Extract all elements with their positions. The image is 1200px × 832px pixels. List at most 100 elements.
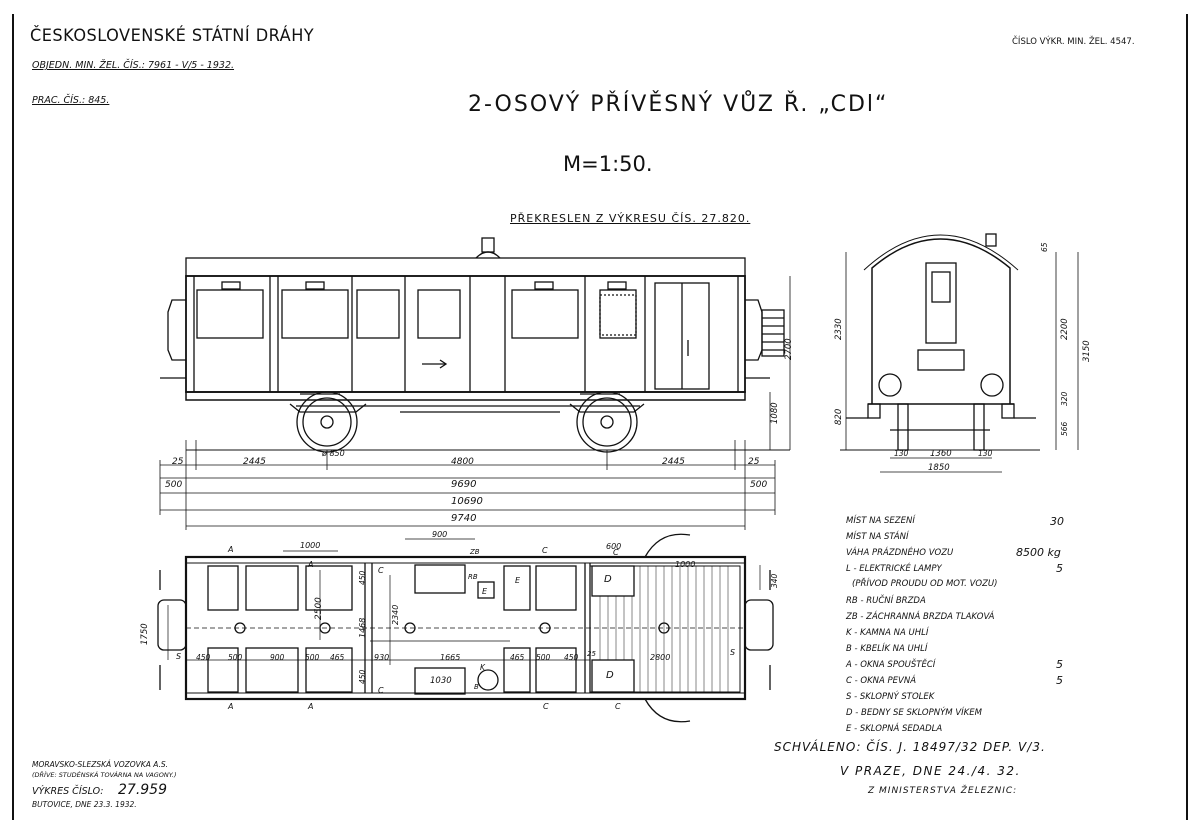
dim-2700: 2700 bbox=[784, 338, 794, 360]
dim-10690: 10690 bbox=[451, 496, 483, 507]
plan-letter-c4: C bbox=[615, 702, 621, 711]
dim-500-left: 500 bbox=[165, 480, 183, 490]
legend-value: 5 bbox=[1056, 658, 1063, 671]
dim-130-left: 130 bbox=[894, 449, 909, 458]
end-view bbox=[840, 233, 1040, 451]
dim-4800: 4800 bbox=[451, 457, 474, 467]
plan-letter-a3: A bbox=[228, 702, 234, 711]
drawing-title: 2-OSOVÝ PŘÍVĚSNÝ VŮZ Ř. „CDl“ bbox=[468, 92, 889, 117]
legend-value: 30 bbox=[1050, 515, 1064, 528]
plan-dim-450-top: 450 bbox=[358, 570, 367, 585]
plan-dim-2800: 2800 bbox=[650, 653, 671, 662]
ministry-drawing-number: ČÍSLO VÝKR. MIN. ŽEL. 4547. bbox=[1012, 37, 1135, 47]
approval-line-3: Z MINISTERSTVA ŽELEZNIC: bbox=[868, 786, 1018, 796]
plan-letter-c1: C bbox=[378, 566, 384, 575]
legend-value: 8500 kg bbox=[1016, 546, 1061, 559]
dim-1360: 1360 bbox=[930, 449, 952, 459]
drawing-frame bbox=[12, 14, 1188, 820]
dim-25-right: 25 bbox=[748, 457, 760, 467]
legend-item: E - SKLOPNÁ SEDADLA bbox=[846, 724, 943, 734]
dim-9690: 9690 bbox=[451, 479, 477, 490]
plan-dim-930: 930 bbox=[374, 653, 390, 662]
dim-3150: 3150 bbox=[1082, 340, 1092, 362]
dim-2200: 2200 bbox=[1060, 318, 1070, 340]
plan-letter-a2: A bbox=[308, 560, 314, 569]
legend-item: S - SKLOPNÝ STOLEK bbox=[846, 692, 935, 702]
plan-dim-1750: 1750 bbox=[140, 623, 150, 645]
legend-item: K - KAMNA NA UHLÍ bbox=[846, 628, 929, 638]
plan-letter-b: B bbox=[474, 683, 479, 691]
plan-dim-2340: 2340 bbox=[391, 604, 400, 625]
plan-dim-900-l: 900 bbox=[270, 653, 285, 662]
plan-letter-s2: S bbox=[730, 648, 736, 657]
dim-820: 820 bbox=[834, 408, 844, 425]
dim-1080: 1080 bbox=[770, 402, 780, 424]
legend-item: MÍST NA SEZENÍ bbox=[846, 516, 915, 526]
legend-item: MÍST NA STÁNÍ bbox=[846, 532, 909, 542]
legend-item: (PŘÍVOD PROUDU OD MOT. VOZU) bbox=[852, 579, 998, 589]
plan-letter-c3: C bbox=[543, 702, 549, 711]
redrawn-note: PŘEKRESLEN Z VÝKRESU ČÍS. 27.820. bbox=[510, 212, 751, 225]
plan-letter-zb: ZB bbox=[470, 548, 480, 556]
plan-dim-340: 340 bbox=[770, 573, 779, 588]
plan-dim-2500: 2500 bbox=[314, 597, 324, 620]
legend-item: D - BEDNY SE SKLOPNÝM VÍKEM bbox=[846, 708, 982, 718]
legend-item: B - KBELÍK NA UHLÍ bbox=[846, 644, 928, 654]
maker-drawing-label: VÝKRES ČÍSLO: bbox=[32, 786, 104, 797]
plan-dim-500-l: 500 bbox=[228, 653, 243, 662]
maker-former: (DŘÍVE: STUDÉNSKÁ TOVÁRNA NA VAGONY.) bbox=[32, 771, 177, 779]
plan-dimensions bbox=[167, 538, 761, 665]
dim-500-right: 500 bbox=[750, 480, 768, 490]
plan-dim-25: 25 bbox=[587, 650, 596, 658]
legend-item: VÁHA PRÁZDNÉHO VOZU bbox=[846, 548, 954, 558]
plan-view bbox=[157, 533, 774, 723]
legend-item: L - ELEKTRICKÉ LAMPY bbox=[846, 564, 942, 574]
plan-dim-500: 500 bbox=[536, 653, 551, 662]
plan-dim-1000b: 1000 bbox=[675, 560, 696, 569]
dim-2330: 2330 bbox=[834, 318, 844, 340]
dim-2445-right: 2445 bbox=[662, 457, 685, 467]
plan-dim-465: 465 bbox=[510, 653, 525, 662]
plan-letter-d1: D bbox=[604, 574, 612, 585]
plan-dim-900: 900 bbox=[432, 530, 448, 539]
work-number: PRAC. ČÍS.: 845. bbox=[32, 95, 110, 106]
dim-1850: 1850 bbox=[928, 463, 950, 473]
end-dimensions bbox=[845, 252, 1079, 473]
plan-dim-450-l: 450 bbox=[196, 653, 211, 662]
plan-letter-s1: S bbox=[176, 652, 182, 661]
plan-letter-c2: C bbox=[378, 686, 384, 695]
side-view bbox=[160, 237, 790, 453]
plan-letter-c5: C bbox=[613, 548, 619, 557]
dim-25-left: 25 bbox=[172, 457, 184, 467]
approval-line-2: V PRAZE, DNE 24./4. 32. bbox=[840, 764, 1021, 778]
legend-item: C - OKNA PEVNÁ bbox=[846, 676, 917, 686]
plan-dim-600: 600 bbox=[606, 542, 622, 551]
plan-dim-1000: 1000 bbox=[300, 541, 321, 550]
plan-dim-465-m: 465 bbox=[330, 653, 345, 662]
plan-letter-k: K bbox=[480, 663, 485, 672]
legend-value: 5 bbox=[1056, 674, 1063, 687]
plan-dim-1665: 1665 bbox=[440, 653, 461, 662]
maker-place-date: BUTOVICE, DNE 23.3. 1932. bbox=[32, 800, 137, 809]
dim-2445-left: 2445 bbox=[243, 457, 266, 467]
plan-letter-c6: C bbox=[542, 546, 548, 555]
legend-item: RB - RUČNÍ BRZDA bbox=[846, 596, 926, 606]
plan-letter-rb: RB bbox=[468, 573, 478, 581]
plan-letter-a1: A bbox=[228, 545, 234, 554]
dim-65: 65 bbox=[1040, 242, 1049, 252]
legend-value: 5 bbox=[1056, 562, 1063, 575]
plan-letter-d2: D bbox=[606, 670, 614, 681]
plan-dim-450-c: 450 bbox=[564, 653, 579, 662]
plan-letter-e1: E bbox=[482, 587, 488, 596]
order-reference: OBJEDN. MIN. ŽEL. ČÍS.: 7961 - V/5 - 193… bbox=[32, 60, 235, 71]
dim-9740: 9740 bbox=[451, 513, 477, 524]
dim-wheel-diameter: ø 850 bbox=[322, 449, 345, 458]
dim-130-right: 130 bbox=[978, 449, 993, 458]
plan-letter-a4: A bbox=[308, 702, 314, 711]
side-dimensions bbox=[159, 276, 791, 530]
approval-line-1: SCHVÁLENO: ČÍS. J. 18497/32 DEP. V/3. bbox=[774, 740, 1046, 754]
dim-320: 320 bbox=[1060, 391, 1069, 406]
plan-dim-1468: 1468 bbox=[358, 617, 367, 638]
